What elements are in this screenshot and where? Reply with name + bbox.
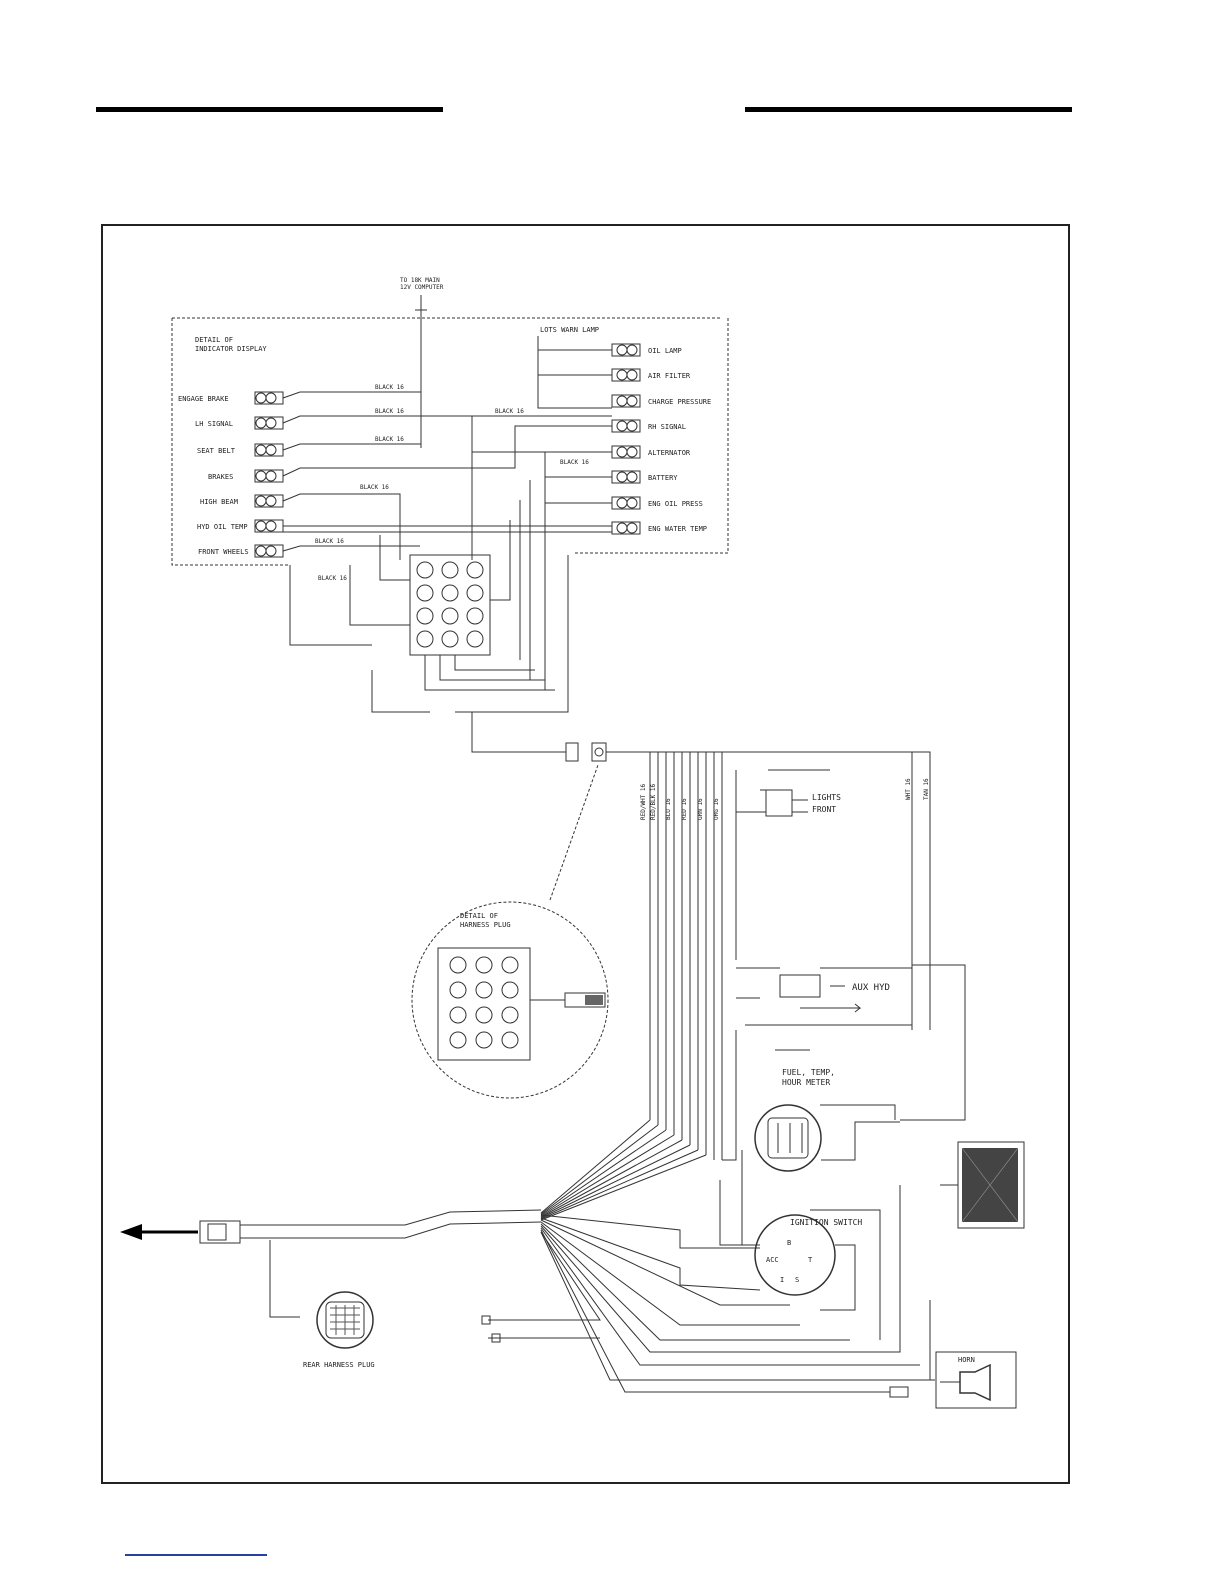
display-wire-label-6: BLACK 16	[360, 484, 389, 491]
inline-connector	[565, 742, 607, 762]
right-item-7: ENG OIL PRESS	[648, 500, 703, 508]
fuel-gauge-component: FUEL, TEMP, HOUR METER	[745, 1024, 912, 1172]
display-link-wire	[471, 712, 566, 753]
display-wire-label-4: BLACK 16	[495, 408, 524, 415]
left-item-5: HIGH BEAM	[200, 498, 238, 506]
ignition-label: IGNITION SWITCH	[790, 1218, 862, 1227]
indicator-display-detail: DETAIL OF INDICATOR DISPLAY TO 18K MAIN …	[171, 277, 729, 713]
aux-hyd-label: AUX HYD	[852, 983, 890, 993]
top-label-2: 12V COMPUTER	[400, 284, 444, 291]
header-rule-right	[745, 107, 1072, 112]
harness-detail-title-2: HARNESS PLUG	[460, 921, 511, 929]
harness-wire-label-4: RED 16	[681, 798, 688, 820]
harness-wire-label-5: GRN 16	[697, 798, 704, 820]
display-wire-label-3: BLACK 16	[375, 436, 404, 443]
horn-label: HORN	[958, 1356, 975, 1364]
lights-label-1: LIGHTS	[812, 793, 841, 802]
left-item-1: ENGAGE BRAKE	[178, 395, 229, 403]
left-item-7: FRONT WHEELS	[198, 548, 249, 556]
harness-detail-title-1: DETAIL OF	[460, 912, 498, 920]
display-wire-label-7: BLACK 16	[315, 538, 344, 545]
rear-plug-label: REAR HARNESS PLUG	[303, 1361, 375, 1369]
harness-fanout	[540, 1030, 935, 1398]
harness-wire-label-1: RED/WHT 16	[640, 783, 647, 820]
aux-hyd-component: AUX HYD	[736, 964, 966, 1121]
harness-wire-label-7: WHT 16	[905, 778, 912, 800]
harness-plug-detail: DETAIL OF HARNESS PLUG	[411, 764, 609, 1099]
harness-wire-label-6: ORG 16	[713, 798, 720, 820]
display-wire-label-5: BLACK 16	[560, 459, 589, 466]
header-rule-left	[96, 107, 443, 112]
harness-bundle	[606, 751, 931, 1160]
top-label-1: TO 18K MAIN	[400, 277, 440, 284]
right-group-label: LOTS WARN LAMP	[540, 326, 599, 334]
display-wire-label-1: BLACK 16	[375, 384, 404, 391]
left-item-6: HYD OIL TEMP	[197, 523, 248, 531]
diagram-frame	[101, 224, 1070, 1484]
fuel-gauge-label-1: FUEL, TEMP,	[782, 1068, 835, 1077]
right-item-3: CHARGE PRESSURE	[648, 398, 711, 406]
display-detail-title-2: INDICATOR DISPLAY	[195, 345, 267, 353]
display-wire-label-8: BLACK 16	[318, 575, 347, 582]
left-item-3: SEAT BELT	[197, 447, 236, 455]
right-item-2: AIR FILTER	[648, 372, 691, 380]
harness-direction-arrow-icon	[120, 1224, 142, 1240]
right-item-4: RH SIGNAL	[648, 423, 686, 431]
right-item-1: OIL LAMP	[648, 347, 682, 355]
right-lamps	[611, 343, 641, 535]
ignition-terminal-i: I	[780, 1276, 784, 1284]
right-item-6: BATTERY	[648, 474, 678, 482]
left-lamps	[254, 391, 284, 558]
harness-wire-label-8: TAN 16	[923, 778, 930, 800]
lights-front-component: LIGHTS FRONT	[735, 769, 841, 960]
right-item-5: ALTERNATOR	[648, 449, 691, 457]
display-panel-component	[940, 1141, 1025, 1229]
footer-link-underline[interactable]	[125, 1554, 267, 1556]
left-item-4: BRAKES	[208, 473, 233, 481]
ignition-terminal-s: S	[795, 1276, 799, 1284]
ignition-switch-component: IGNITION SWITCH B ACC T S I	[754, 1209, 881, 1340]
display-wire-label-2: BLACK 16	[375, 408, 404, 415]
lights-label-2: FRONT	[812, 805, 836, 814]
harness-wire-label-2: RED/BLK 16	[650, 783, 657, 820]
pigtail-wires	[481, 1231, 601, 1343]
ignition-terminal-b: B	[787, 1239, 791, 1247]
main-trunk	[120, 1209, 542, 1318]
display-detail-title-1: DETAIL OF	[195, 336, 233, 344]
horn-component: HORN	[929, 1300, 1017, 1409]
left-item-2: LH SIGNAL	[195, 420, 233, 428]
right-item-8: ENG WATER TEMP	[648, 525, 707, 533]
ignition-terminal-acc: ACC	[766, 1256, 779, 1264]
rear-harness-plug: REAR HARNESS PLUG	[303, 1291, 375, 1369]
ignition-terminal-t: T	[808, 1256, 813, 1264]
display-connector	[409, 554, 491, 656]
harness-wire-label-3: BLU 16	[665, 798, 672, 820]
fuel-gauge-label-2: HOUR METER	[782, 1078, 830, 1087]
